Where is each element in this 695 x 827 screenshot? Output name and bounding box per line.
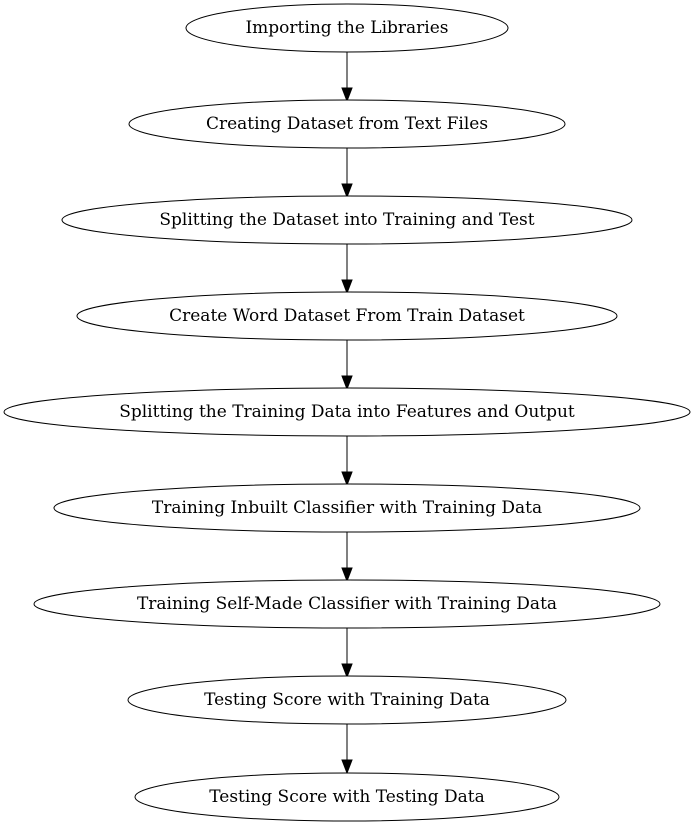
node-label: Testing Score with Training Data bbox=[204, 690, 490, 710]
node-label: Training Self-Made Classifier with Train… bbox=[137, 594, 557, 614]
node-splitting-dataset: Splitting the Dataset into Training and … bbox=[61, 195, 633, 245]
node-training-inbuilt-classifier: Training Inbuilt Classifier with Trainin… bbox=[53, 483, 641, 533]
node-testing-score-testing: Testing Score with Testing Data bbox=[134, 772, 560, 822]
edge-7-8 bbox=[341, 628, 353, 679]
node-label: Training Inbuilt Classifier with Trainin… bbox=[152, 498, 542, 518]
edge-4-5 bbox=[341, 340, 353, 391]
edge-3-4 bbox=[341, 244, 353, 295]
node-creating-dataset: Creating Dataset from Text Files bbox=[128, 99, 566, 149]
node-training-self-made-classifier: Training Self-Made Classifier with Train… bbox=[33, 579, 661, 629]
node-create-word-dataset: Create Word Dataset From Train Dataset bbox=[76, 291, 618, 341]
edge-6-7 bbox=[341, 532, 353, 583]
node-importing-libraries: Importing the Libraries bbox=[185, 3, 509, 53]
node-label: Create Word Dataset From Train Dataset bbox=[169, 306, 525, 326]
node-label: Testing Score with Testing Data bbox=[209, 787, 485, 807]
node-label: Creating Dataset from Text Files bbox=[206, 114, 488, 134]
node-label: Splitting the Training Data into Feature… bbox=[119, 402, 575, 422]
node-label: Importing the Libraries bbox=[245, 18, 448, 38]
edge-1-2 bbox=[341, 52, 353, 103]
edge-2-3 bbox=[341, 148, 353, 199]
node-label: Splitting the Dataset into Training and … bbox=[159, 210, 534, 230]
edge-5-6 bbox=[341, 436, 353, 487]
node-testing-score-training: Testing Score with Training Data bbox=[127, 675, 567, 725]
edge-8-9 bbox=[341, 724, 353, 775]
node-splitting-training-data: Splitting the Training Data into Feature… bbox=[3, 387, 691, 437]
